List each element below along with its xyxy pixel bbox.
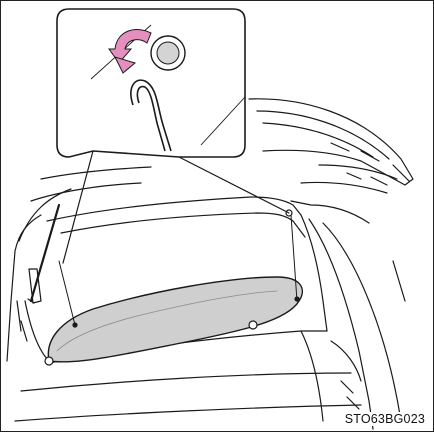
hook-point-left: [45, 357, 53, 365]
hook-point-right: [249, 321, 257, 329]
callout-leader-left: [63, 151, 93, 263]
left-strap: [59, 261, 75, 325]
magnified-detail-callout: [57, 9, 245, 157]
callout-leader-right: [179, 157, 289, 213]
figure-code-label: STO63BG023: [343, 412, 427, 426]
open-tailgate: [249, 99, 413, 193]
round-knob-icon: [151, 36, 185, 70]
tonneau-cover: [48, 277, 302, 362]
